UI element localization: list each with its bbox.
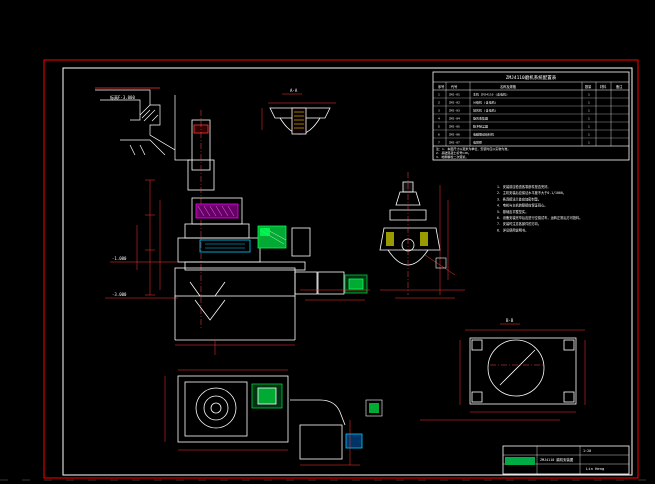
table-cell: 电控柜 xyxy=(473,140,482,145)
table-cell: 主机 ZMJ4110 (含电机) xyxy=(473,92,508,97)
table-cell: 1 xyxy=(588,93,590,97)
tech-note-line: 8. 详见使用说明书。 xyxy=(497,227,528,232)
header-cell: 材料 xyxy=(600,84,607,89)
table-cell: 4 xyxy=(438,117,440,121)
table-cell: ZMJ-07 xyxy=(449,141,460,145)
table-cell: 2 xyxy=(438,101,440,105)
table-cell: ZMJ-06 xyxy=(449,133,460,137)
outer-frame xyxy=(43,59,639,479)
table-cell: 7 xyxy=(438,141,440,145)
table-cell: 1 xyxy=(588,101,590,105)
feed-level-label: 标高F-3.000 xyxy=(110,94,135,100)
blower-assembly xyxy=(294,271,370,301)
main-column xyxy=(187,110,215,330)
tech-note-line: 4. 电机与主机的联接应保证同心。 xyxy=(497,203,547,208)
tech-note-line: 5. 基础应平整坚实。 xyxy=(497,209,528,214)
table-cell: ZMJ-02 xyxy=(449,101,460,105)
tech-note-line: 7. 安装时注意各部件的方向。 xyxy=(497,221,541,226)
tech-note-line: 2. 主机安装后应保证水平度不大于0.1/1000。 xyxy=(497,190,566,195)
header-cell: 备注 xyxy=(616,84,623,89)
config-table-title: ZMJ4110磨机系统配置表 xyxy=(506,74,557,81)
grinding-chamber xyxy=(177,225,311,271)
table-cell: 旋风收集器 xyxy=(473,116,488,121)
drawing-name: ZMJ4110 磨机安装图 xyxy=(540,457,574,462)
tech-note-line: 3. 各连接法兰处应加密封垫。 xyxy=(497,196,541,201)
table-cell: 电磁振动给料机 xyxy=(473,132,494,137)
config-table-note: 注：1. 本图尺寸以毫米为单位，安装时应以实物为准。 xyxy=(436,146,510,151)
config-table-header: 序号 代号 名称及规格 数量 材料 备注 xyxy=(438,84,623,89)
title-block: ZMJ4110 磨机安装图 1:20 Lin Heng xyxy=(502,445,630,475)
tech-note-line: 6. 设备安装完毕后应进行空载试车，运转正常后方可投料。 xyxy=(497,215,582,220)
technical-notes: 1. 安装前应检查各零部件是否完好。2. 主机安装后应保证水平度不大于0.1/1… xyxy=(497,184,582,232)
base-plan-b-b: B-B xyxy=(420,318,586,421)
classifier xyxy=(184,197,250,239)
header-cell: 数量 xyxy=(585,84,592,89)
table-cell: ZMJ-04 xyxy=(449,117,460,121)
table-cell: 3 xyxy=(438,109,440,113)
drawing-scale: 1:20 xyxy=(583,449,591,453)
config-table-note: 2. 基础混凝土标号C20。 xyxy=(436,150,471,155)
left-dimensions xyxy=(105,179,178,299)
table-cell: 5 xyxy=(438,125,440,129)
header-cell: 名称及规格 xyxy=(500,84,517,89)
company-logo xyxy=(505,457,535,465)
table-cell: 鼓风机 (含电机) xyxy=(473,108,497,113)
main-elevation-view: 标高F-3.000 xyxy=(95,87,370,355)
motor-glyph xyxy=(260,228,270,236)
inner-frame xyxy=(62,67,633,476)
feed-chute xyxy=(95,87,190,161)
tech-note-line: 1. 安装前应检查各零部件是否完好。 xyxy=(497,184,551,189)
table-cell: ZMJ-03 xyxy=(449,109,460,113)
level-b-label: -3.000 xyxy=(112,292,127,297)
table-cell: ZMJ-01 xyxy=(449,93,460,97)
table-cell: 1 xyxy=(588,133,590,137)
table-cell: 1 xyxy=(588,141,590,145)
table-cell: 1 xyxy=(588,125,590,129)
header-cell: 序号 xyxy=(438,84,444,89)
foundation xyxy=(174,267,296,355)
table-cell: 脉冲除尘器 xyxy=(473,124,488,129)
header-cell: 代号 xyxy=(451,84,457,89)
detail-a-a: A-A xyxy=(261,88,336,135)
config-table-rows: 1 ZMJ-01 主机 ZMJ4110 (含电机) 1 2 ZMJ-02 分级机 (含电机)… xyxy=(433,92,629,147)
detail-view-label: A-A xyxy=(290,88,298,93)
company-name: Lin Heng xyxy=(586,466,604,471)
classifier-side-view xyxy=(379,172,465,299)
plan-view xyxy=(164,369,383,466)
bottom-view-label: B-B xyxy=(506,318,514,323)
table-cell: 1 xyxy=(438,93,440,97)
table-cell: 分级机 (含电机) xyxy=(473,100,497,105)
table-cell: 1 xyxy=(588,117,590,121)
table-cell: 1 xyxy=(588,109,590,113)
table-cell: 6 xyxy=(438,133,440,137)
config-table-note: 3. 地脚螺栓二次灌浆。 xyxy=(436,154,468,159)
table-cell: ZMJ-05 xyxy=(449,125,460,129)
level-a-label: -1.000 xyxy=(112,256,127,261)
